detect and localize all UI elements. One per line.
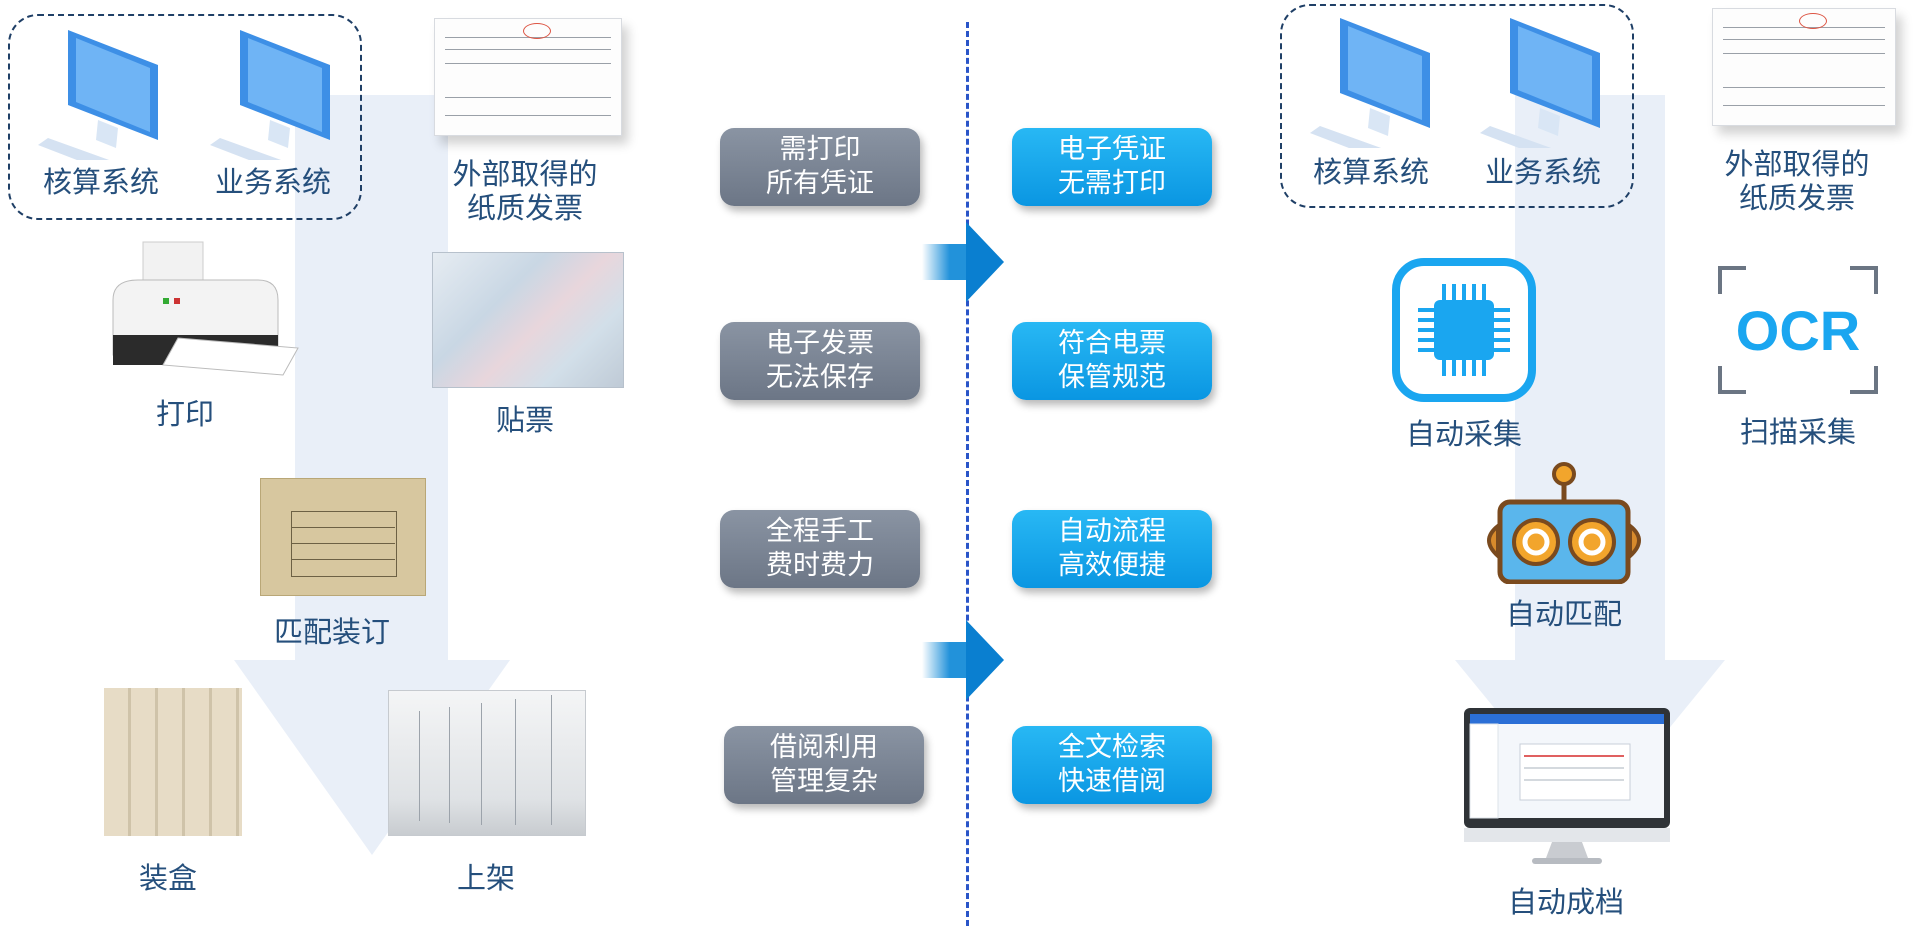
paper-invoice-label-line2: 纸质发票 — [466, 191, 583, 225]
solution-2-line1: 符合电票 — [1058, 328, 1166, 359]
problem-pill-4: 借阅利用 管理复杂 — [724, 726, 924, 804]
solution-3-line2: 高效便捷 — [1058, 550, 1166, 581]
problem-2-line1: 电子发票 — [766, 328, 874, 359]
monitor-icon — [1310, 18, 1430, 148]
shelf-step-label: 上架 — [456, 861, 515, 895]
solution-2-line2: 保管规范 — [1058, 362, 1166, 393]
problem-1-line2: 所有凭证 — [766, 168, 874, 199]
right-paper-invoice-line2: 纸质发票 — [1738, 181, 1855, 215]
solution-3-line1: 自动流程 — [1058, 516, 1166, 547]
monitor-icon — [38, 30, 158, 160]
left-systems-box — [8, 14, 362, 220]
right-systems-box — [1280, 4, 1634, 208]
solution-pill-4: 全文检索 快速借阅 — [1012, 726, 1212, 804]
box-step-label: 装盒 — [138, 861, 197, 895]
problem-3-line2: 费时费力 — [766, 550, 874, 581]
problem-pill-2: 电子发票 无法保存 — [720, 322, 920, 400]
problem-2-line2: 无法保存 — [766, 362, 874, 393]
center-divider — [966, 22, 969, 926]
monitor-icon — [1480, 18, 1600, 148]
monitor-icon — [210, 30, 330, 160]
accounting-system-label: 核算系统 — [42, 165, 159, 199]
print-step-label: 打印 — [155, 397, 214, 431]
solution-1-line2: 无需打印 — [1058, 168, 1166, 199]
archive-boxes-image — [104, 688, 242, 836]
arrow-right-icon — [922, 620, 1004, 700]
right-paper-invoice-image — [1712, 8, 1896, 126]
solution-4-line2: 快速借阅 — [1058, 766, 1166, 797]
problem-pill-3: 全程手工 费时费力 — [720, 510, 920, 588]
scan-collect-label: 扫描采集 — [1739, 415, 1856, 449]
problem-3-line1: 全程手工 — [766, 516, 874, 547]
shelving-image — [388, 690, 586, 836]
solution-pill-1: 电子凭证 无需打印 — [1012, 128, 1212, 206]
problem-pill-1: 需打印 所有凭证 — [720, 128, 920, 206]
solution-4-line1: 全文检索 — [1058, 732, 1166, 763]
paper-invoice-image — [434, 18, 622, 136]
paper-invoice-label-line1: 外部取得的 — [452, 157, 598, 191]
problem-4-line2: 管理复杂 — [770, 766, 878, 797]
pasted-invoices-image — [432, 252, 624, 388]
auto-archive-label: 自动成档 — [1507, 885, 1624, 919]
chip-icon — [1392, 258, 1536, 402]
robot-icon — [1487, 462, 1641, 584]
right-business-system-label: 业务系统 — [1484, 155, 1601, 189]
solution-pill-2: 符合电票 保管规范 — [1012, 322, 1212, 400]
ocr-scan-icon: OCR — [1718, 266, 1878, 394]
solution-1-line1: 电子凭证 — [1058, 134, 1166, 165]
problem-1-line1: 需打印 — [779, 134, 861, 165]
auto-match-label: 自动匹配 — [1505, 597, 1622, 631]
paste-step-label: 贴票 — [495, 403, 554, 437]
auto-collect-label: 自动采集 — [1405, 417, 1522, 451]
problem-4-line1: 借阅利用 — [770, 732, 878, 763]
right-accounting-system-label: 核算系统 — [1312, 155, 1429, 189]
printer-icon — [112, 241, 299, 376]
archive-monitor-icon — [1464, 708, 1670, 864]
ocr-text: OCR — [1736, 299, 1860, 362]
binding-cover-image — [260, 478, 426, 596]
business-system-label: 业务系统 — [214, 165, 331, 199]
arrow-right-icon — [922, 222, 1004, 302]
bind-step-label: 匹配装订 — [273, 615, 390, 649]
solution-pill-3: 自动流程 高效便捷 — [1012, 510, 1212, 588]
right-paper-invoice-line1: 外部取得的 — [1724, 147, 1870, 181]
